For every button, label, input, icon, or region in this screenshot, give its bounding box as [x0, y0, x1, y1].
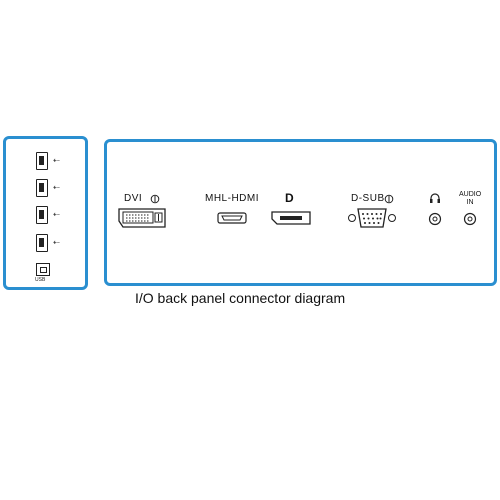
usb-symbol-3: ⇠: [53, 210, 60, 219]
lock-screw-icon: [384, 194, 394, 204]
audio-in-jack-icon: [463, 212, 477, 226]
displayport-label: D: [285, 191, 295, 205]
usb-symbol-2: ⇠: [53, 183, 60, 192]
headphone-jack-icon: [428, 212, 442, 226]
usb-upstream-port-icon: [36, 263, 50, 276]
usb-port-4-icon: [36, 234, 48, 252]
dvi-port-icon: [118, 208, 166, 228]
usb-upstream-label: USB: [35, 277, 46, 283]
usb-port-3-icon: [36, 206, 48, 224]
usb-port-2-icon: [36, 179, 48, 197]
audio-in-label: AUDIO IN: [459, 191, 482, 206]
connector-panel: DVI MHL-HDMI D D-SUB: [104, 139, 497, 286]
lock-screw-icon: [150, 194, 160, 204]
diagram-caption: I/O back panel connector diagram: [135, 290, 346, 306]
dvi-label: DVI: [124, 193, 143, 204]
usb-port-1-icon: [36, 152, 48, 170]
usb-side-panel: ⇠ ⇠ ⇠ ⇠ USB: [3, 136, 88, 290]
hdmi-port-icon: [217, 212, 247, 224]
usb-symbol-1: ⇠: [53, 156, 60, 165]
vga-port-icon: [348, 208, 396, 228]
displayport-port-icon: [271, 211, 311, 225]
usb-symbol-4: ⇠: [53, 238, 60, 247]
dsub-label: D-SUB: [351, 193, 385, 204]
headphone-icon: [430, 193, 440, 203]
mhl-hdmi-label: MHL-HDMI: [205, 193, 259, 204]
